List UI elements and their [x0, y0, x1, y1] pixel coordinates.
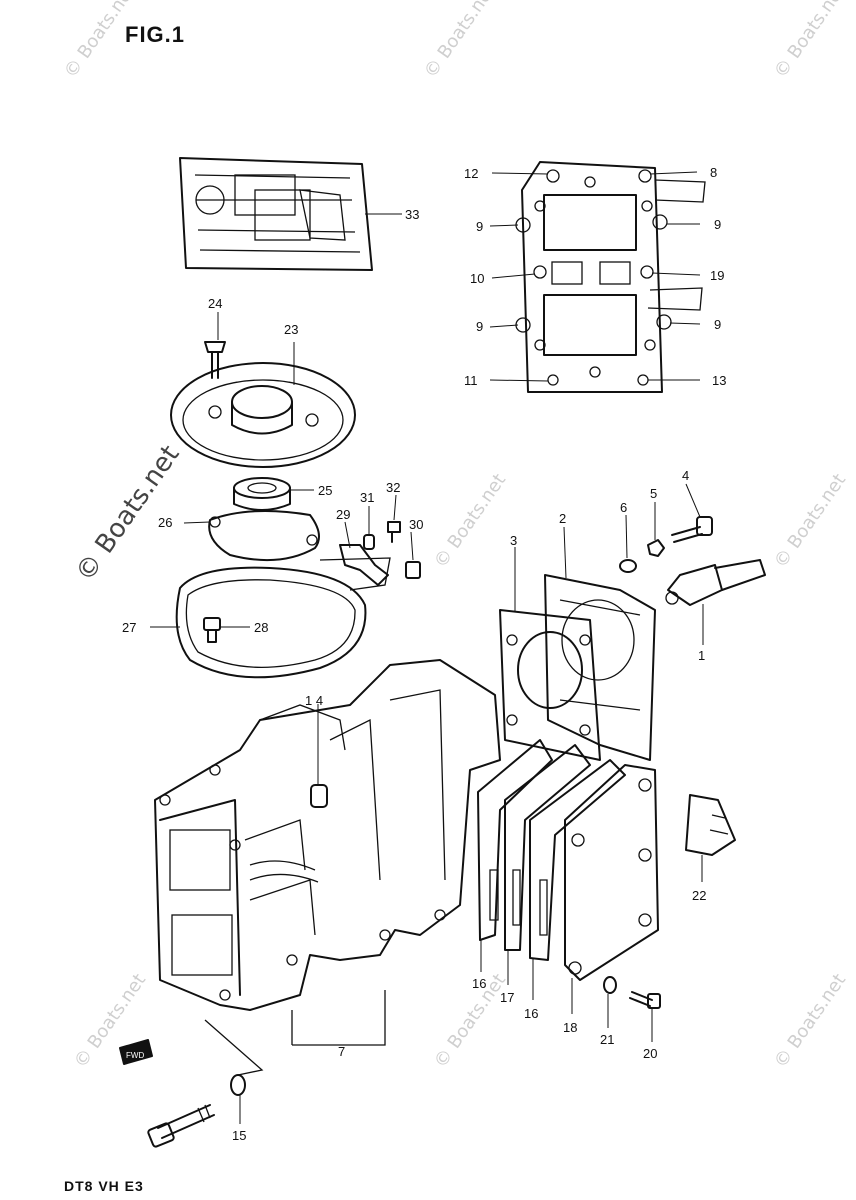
part-crankcase-bolt — [147, 1104, 215, 1148]
callout-17: 17 — [500, 990, 514, 1005]
part-screw — [204, 341, 226, 379]
part-bracket — [339, 544, 389, 586]
part-exhaust-gasket-2 — [529, 759, 626, 961]
leader-lines — [150, 171, 704, 1124]
part-washer — [619, 559, 637, 573]
callout-9: 9 — [476, 219, 483, 234]
part-cover-washer — [603, 976, 617, 994]
callout-13: 13 — [712, 373, 726, 388]
callout-1: 1 — [698, 648, 705, 663]
callout-8: 8 — [710, 165, 717, 180]
callout-16: 16 — [524, 1006, 538, 1021]
callout-7: 7 — [338, 1044, 345, 1059]
callout-9: 9 — [714, 317, 721, 332]
part-clip — [405, 561, 421, 579]
part-cylinder-block — [154, 659, 501, 1011]
callout-20: 20 — [643, 1046, 657, 1061]
part-exhaust-cover-gasket — [515, 161, 706, 393]
callout-labels: 33 12 8 9 9 10 19 9 9 11 13 24 23 25 26 … — [122, 165, 726, 1143]
callout-24: 24 — [208, 296, 222, 311]
callout-18: 18 — [563, 1020, 577, 1035]
callout-23: 23 — [284, 322, 298, 337]
part-crankcase-washer — [230, 1074, 246, 1096]
part-spark-plug — [665, 559, 766, 606]
callout-16: 16 — [472, 976, 486, 991]
callout-14: 1 4 — [305, 693, 323, 708]
callout-3: 3 — [510, 533, 517, 548]
part-cover-bolt — [629, 991, 661, 1009]
part-bracket-plate — [685, 794, 736, 856]
part-oil-seal-housing — [170, 362, 356, 468]
part-exhaust-inner-cover — [504, 744, 591, 951]
fwd-badge-label: FWD — [126, 1051, 144, 1060]
callout-22: 22 — [692, 888, 706, 903]
callout-29: 29 — [336, 507, 350, 522]
part-drain-plug — [203, 617, 221, 643]
callout-33: 33 — [405, 207, 419, 222]
model-code: DT8 VH E3 — [64, 1178, 144, 1194]
callout-4: 4 — [682, 468, 689, 483]
callout-10: 10 — [470, 271, 484, 286]
figure-title: FIG.1 — [125, 22, 186, 47]
part-small-pin — [363, 534, 375, 550]
callout-9: 9 — [476, 319, 483, 334]
part-oil-seal — [233, 477, 291, 511]
callout-12: 12 — [464, 166, 478, 181]
fwd-badge — [119, 1039, 153, 1065]
part-exhaust-outer-cover — [564, 764, 659, 981]
callout-31: 31 — [360, 490, 374, 505]
callout-9: 9 — [714, 217, 721, 232]
callout-32: 32 — [386, 480, 400, 495]
part-cylinder-head — [544, 574, 656, 761]
callout-11: 11 — [464, 373, 478, 388]
part-bolt — [671, 516, 713, 543]
callout-15: 15 — [232, 1128, 246, 1143]
part-head-gasket — [499, 609, 601, 761]
callout-28: 28 — [254, 620, 268, 635]
callout-25: 25 — [318, 483, 332, 498]
callout-30: 30 — [409, 517, 423, 532]
callout-19: 19 — [710, 268, 724, 283]
part-housing-gasket — [208, 510, 320, 562]
callout-5: 5 — [650, 486, 657, 501]
part-dowel-pin — [310, 784, 328, 808]
leader-block-washer — [204, 1019, 264, 1076]
part-housing-ring — [175, 557, 391, 679]
callout-6: 6 — [620, 500, 627, 515]
callout-21: 21 — [600, 1032, 614, 1047]
part-block-bracket — [291, 990, 386, 1046]
part-gasket-set — [179, 157, 373, 271]
part-nut — [647, 539, 665, 557]
part-exhaust-gasket — [477, 739, 553, 941]
callout-2: 2 — [559, 511, 566, 526]
callout-26: 26 — [158, 515, 172, 530]
part-small-screw — [387, 521, 401, 543]
callout-27: 27 — [122, 620, 136, 635]
